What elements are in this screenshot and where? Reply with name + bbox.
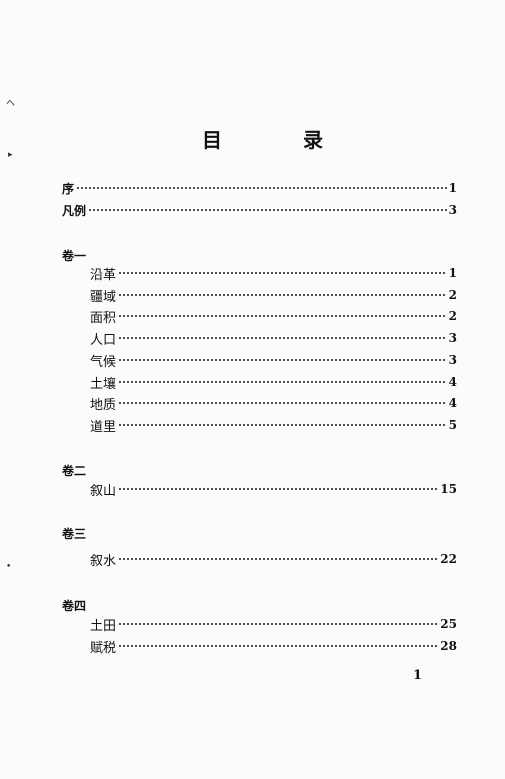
title-char-right: 录 xyxy=(303,128,325,152)
entry-page: 1 xyxy=(448,181,457,195)
entry-page: 3 xyxy=(448,353,457,367)
leader-dots xyxy=(88,208,447,212)
entry-label: 道里 xyxy=(90,419,117,435)
toc-entry[interactable]: 土壤 4 xyxy=(90,374,457,392)
entry-label: 赋税 xyxy=(90,640,117,656)
volume-heading: 卷三 xyxy=(62,527,87,541)
toc-entry[interactable]: 沿革 1 xyxy=(90,265,457,283)
leader-dots xyxy=(118,487,439,491)
entry-page: 4 xyxy=(448,375,457,389)
entry-label: 土壤 xyxy=(90,376,117,392)
entry-page: 4 xyxy=(448,396,457,410)
entry-label: 土田 xyxy=(90,618,117,634)
toc-entry[interactable]: 凡例 3 xyxy=(62,202,457,218)
toc-entry[interactable]: 土田 25 xyxy=(90,616,457,634)
entry-page: 15 xyxy=(440,482,457,496)
scan-mark: ヘ xyxy=(6,99,16,109)
entry-label: 气候 xyxy=(90,354,117,370)
volume-heading: 卷二 xyxy=(62,464,87,478)
entry-page: 3 xyxy=(448,203,457,217)
toc-entry[interactable]: 叙山 15 xyxy=(90,481,457,499)
leader-dots xyxy=(118,557,439,561)
page-title: 目 录 xyxy=(0,124,505,154)
entry-page: 22 xyxy=(440,552,457,566)
leader-dots xyxy=(118,314,447,318)
toc-entry[interactable]: 赋税 28 xyxy=(90,638,457,656)
toc-entry[interactable]: 气候 3 xyxy=(90,352,457,370)
scan-mark: • xyxy=(6,562,12,572)
leader-dots xyxy=(118,380,447,384)
leader-dots xyxy=(118,271,447,275)
entry-page: 28 xyxy=(440,639,457,653)
page-number: 1 xyxy=(413,668,423,683)
entry-label: 疆域 xyxy=(90,289,117,305)
leader-dots xyxy=(118,293,447,297)
leader-dots xyxy=(118,644,439,648)
leader-dots xyxy=(76,186,447,190)
entry-page: 2 xyxy=(448,309,457,323)
title-char-left: 目 xyxy=(202,128,224,152)
entry-page: 25 xyxy=(440,617,457,631)
entry-page: 3 xyxy=(448,331,457,345)
entry-label: 沿革 xyxy=(90,267,117,283)
entry-label: 地质 xyxy=(90,397,117,413)
toc-entry[interactable]: 疆域 2 xyxy=(90,287,457,305)
toc-entry[interactable]: 人口 3 xyxy=(90,330,457,348)
entry-page: 2 xyxy=(448,288,457,302)
entry-page: 1 xyxy=(448,266,457,280)
entry-label: 序 xyxy=(62,181,75,196)
volume-heading: 卷四 xyxy=(62,599,87,613)
volume-heading: 卷一 xyxy=(62,249,87,263)
toc-entry[interactable]: 叙水 22 xyxy=(90,551,457,569)
leader-dots xyxy=(118,358,447,362)
entry-label: 凡例 xyxy=(62,203,87,218)
entry-page: 5 xyxy=(448,418,457,432)
leader-dots xyxy=(118,423,447,427)
toc-entry[interactable]: 地质 4 xyxy=(90,395,457,413)
toc-entry[interactable]: 面积 2 xyxy=(90,308,457,326)
scan-mark: ▸ xyxy=(8,150,13,160)
leader-dots xyxy=(118,336,447,340)
entry-label: 叙山 xyxy=(90,483,117,499)
leader-dots xyxy=(118,401,447,405)
entry-label: 面积 xyxy=(90,310,117,326)
toc-entry[interactable]: 序 1 xyxy=(62,180,457,196)
entry-label: 人口 xyxy=(90,332,117,348)
toc-entry[interactable]: 道里 5 xyxy=(90,417,457,435)
entry-label: 叙水 xyxy=(90,553,117,569)
leader-dots xyxy=(118,622,439,626)
